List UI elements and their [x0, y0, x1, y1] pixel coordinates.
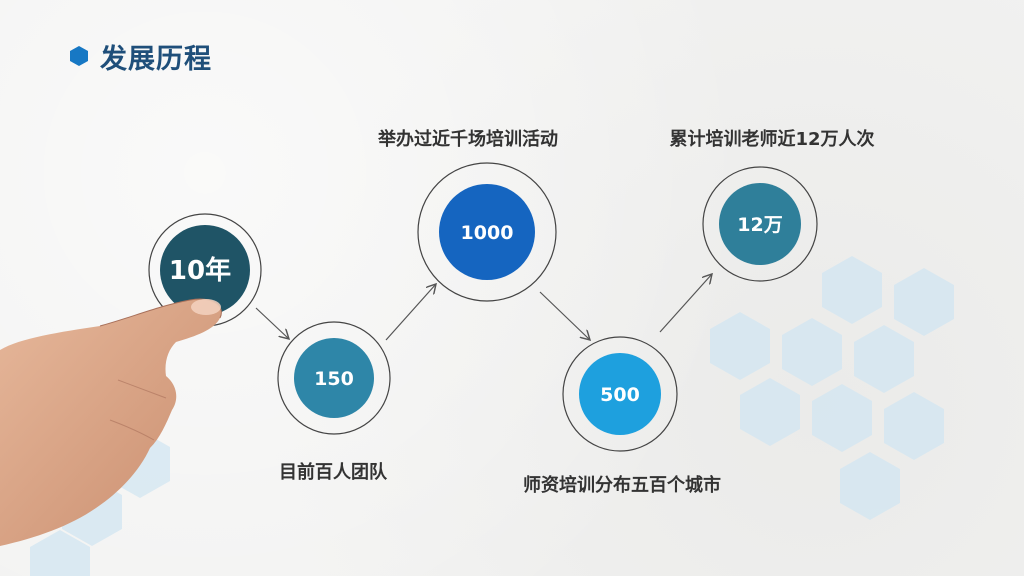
node-fill	[294, 338, 374, 418]
milestone-node-3: 1000	[417, 162, 557, 302]
connector-arrows	[255, 274, 712, 341]
arrow-1-2	[255, 307, 289, 339]
milestone-label-2: 目前百人团队	[279, 461, 388, 483]
node-value: 10年	[169, 255, 231, 286]
node-value: 150	[314, 368, 354, 390]
milestone-node-4: 500	[562, 336, 678, 452]
node-fill	[719, 183, 801, 265]
pointing-hand	[0, 298, 222, 546]
page-title: 发展历程	[100, 43, 212, 75]
node-ring	[417, 162, 557, 302]
node-fill	[579, 353, 661, 435]
node-fill	[160, 225, 250, 315]
arrow-3-4	[539, 291, 590, 340]
node-value: 500	[600, 384, 640, 406]
milestone-label-4: 师资培训分布五百个城市	[523, 474, 721, 496]
hexagon-icon	[70, 46, 88, 66]
node-fill	[439, 184, 535, 280]
node-ring	[562, 336, 678, 452]
milestone-node-2: 150	[277, 321, 391, 435]
node-value: 12万	[737, 214, 782, 236]
milestone-node-5: 12万	[702, 166, 818, 282]
arrow-2-3	[385, 284, 436, 341]
node-value: 1000	[461, 222, 514, 244]
node-ring	[277, 321, 391, 435]
arrow-4-5	[659, 274, 712, 333]
milestone-label-5: 累计培训老师近12万人次	[669, 128, 874, 150]
node-ring	[702, 166, 818, 282]
milestone-label-3: 举办过近千场培训活动	[377, 128, 558, 150]
page-header: 发展历程	[68, 36, 212, 76]
